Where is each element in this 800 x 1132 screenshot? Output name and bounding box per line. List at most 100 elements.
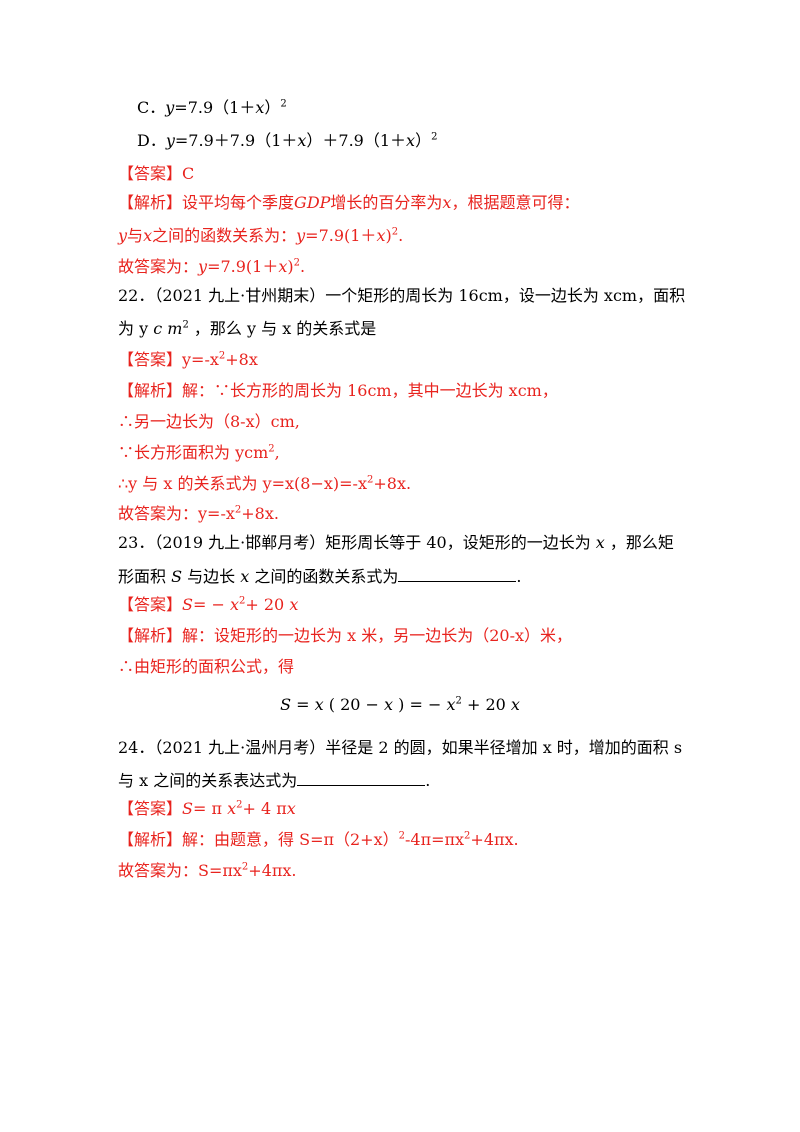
analysis-tag: 【解析】 (118, 381, 183, 400)
var-y: y (165, 98, 175, 117)
answer-value: = − (192, 595, 230, 614)
analysis-text: 解：由题意，得 S=π（2+x） (182, 830, 399, 849)
stem-text: 为 y (118, 319, 154, 338)
option-label: D． (137, 131, 166, 150)
superscript: 2 (280, 98, 287, 110)
final-answer-text: ) (287, 257, 294, 276)
answer-tag: 【答案】 (118, 595, 183, 614)
stem-text: 之间的函数关系式为 (249, 567, 399, 586)
analysis-text: 解：设矩形的一边长为 x 米，另一边长为（20-x）米， (182, 626, 573, 645)
superscript: 2 (455, 695, 462, 707)
var-x: x (384, 695, 394, 714)
option-label: C． (137, 98, 166, 117)
superscript: 2 (234, 504, 242, 516)
var-s: S (280, 695, 292, 714)
analysis-text: -4π=πx (404, 830, 465, 849)
option-d: D．y=7.9＋7.9（1＋x）＋7.9（1＋x）2 (137, 130, 437, 152)
superscript: 2 (391, 226, 399, 238)
option-text: =7.9＋7.9（1＋ (174, 131, 298, 150)
analysis-text: 之间的函数关系为： (152, 226, 297, 245)
var-x: x (286, 799, 296, 818)
answer-value: C (182, 164, 195, 183)
superscript: 2 (182, 319, 189, 331)
answer-value: + 4 π (242, 799, 287, 818)
option-text: ） (415, 131, 432, 150)
var-s: S (182, 799, 193, 818)
var-x: x (143, 226, 153, 245)
analysis-text: =7.9(1＋ (305, 226, 377, 245)
var-gdp: GDP (294, 193, 331, 212)
var-s: S (182, 595, 193, 614)
var-x: x (376, 226, 386, 245)
var-x: x (229, 595, 239, 614)
analysis-text: 增长的百分率为 (330, 193, 443, 212)
answer-value: +8x (225, 350, 258, 369)
var-x: x (240, 567, 250, 586)
final-answer-text: +8x. (241, 504, 279, 523)
q22-answer: 【答案】y=-x2+8x (118, 349, 258, 371)
option-text: ）＋7.9（1＋ (306, 131, 407, 150)
stem-text: . (516, 567, 522, 586)
formula-text: ) = − (393, 695, 447, 714)
analysis-text: +8x. (373, 474, 412, 493)
var-x: x (278, 257, 288, 276)
analysis-text: 与 (127, 226, 144, 245)
q22-analysis-line-2: ∴另一边长为（8-x）cm, (118, 412, 300, 431)
analysis-text: . (398, 226, 404, 245)
var-x: x (446, 695, 456, 714)
superscript: 2 (367, 474, 374, 486)
answer-blank (398, 565, 517, 582)
q22-analysis-line-4: ∴y 与 x 的关系式为 y=x(8−x)=-x2+8x. (118, 473, 411, 495)
analysis-text: 设平均每个季度 (182, 193, 295, 212)
analysis-text: 解：∵长方形的周长为 16cm，其中一边长为 xcm， (182, 381, 558, 400)
analysis-text: ，根据题意可得： (451, 193, 580, 212)
var-x: x (314, 695, 324, 714)
analysis-text: +4πx. (470, 830, 519, 849)
stem-text: 与边长 (182, 567, 241, 586)
answer-tag: 【答案】 (118, 350, 183, 369)
q21-answer: 【答案】C (118, 163, 194, 185)
var-x: x (442, 193, 452, 212)
q24-analysis: 【解析】解：由题意，得 S=π（2+x）2-4π=πx2+4πx. (118, 829, 519, 851)
stem-text: . (425, 771, 431, 790)
q22-analysis-line-3: ∵长方形面积为 ycm2, (118, 442, 280, 464)
q24-stem-line-1: 24．（2021 九上·温州月考）半径是 2 的圆，如果半径增加 x 时，增加的… (118, 738, 683, 757)
q23-answer: 【答案】S= − x2+ 20 x (118, 594, 298, 616)
var-x: x (406, 131, 416, 150)
q21-analysis-line-2: y与x之间的函数关系为：y=7.9(1＋x)2. (118, 225, 403, 247)
q23-stem-line-1: 23．（2019 九上·邯郸月考）矩形周长等于 40，设矩形的一边长为 x ，那… (118, 532, 674, 554)
var-y: y (165, 131, 175, 150)
var-x: x (510, 695, 520, 714)
final-answer-text: 故答案为：y=-x (118, 504, 235, 523)
var-x: x (595, 533, 605, 552)
analysis-text: ) (385, 226, 392, 245)
option-text: =7.9（1＋ (174, 98, 256, 117)
unit-cm: c m (153, 319, 183, 338)
var-x: x (255, 98, 265, 117)
var-s: S (171, 567, 183, 586)
superscript: 2 (464, 830, 471, 842)
superscript: 2 (236, 799, 243, 811)
answer-value: + 20 (245, 595, 290, 614)
superscript: 2 (431, 131, 438, 143)
answer-tag: 【答案】 (118, 799, 183, 818)
superscript: 2 (218, 350, 226, 362)
analysis-tag: 【解析】 (118, 830, 183, 849)
q23-analysis-line-1: 【解析】解：设矩形的一边长为 x 米，另一边长为（20-x）米， (118, 625, 572, 647)
q21-analysis-line-1: 【解析】设平均每个季度GDP增长的百分率为x，根据题意可得： (118, 192, 579, 214)
var-x: x (227, 799, 237, 818)
q23-analysis-line-2: ∴由矩形的面积公式，得 (118, 657, 295, 676)
answer-blank (297, 769, 426, 786)
analysis-text: , (274, 443, 280, 462)
option-c: C．y=7.9（1＋x）2 (137, 97, 287, 119)
var-y: y (198, 257, 208, 276)
q22-stem-line-1: 22．（2021 九上·甘州期末）一个矩形的周长为 16cm，设一边长为 xcm… (118, 286, 686, 305)
var-x: x (289, 595, 299, 614)
superscript: 2 (239, 595, 246, 607)
final-answer-text: +4πx. (248, 861, 297, 880)
answer-value: y=-x (182, 350, 219, 369)
final-answer-text: 故答案为：S=πx (118, 861, 242, 880)
stem-text: 形面积 (118, 567, 172, 586)
var-y: y (118, 226, 128, 245)
